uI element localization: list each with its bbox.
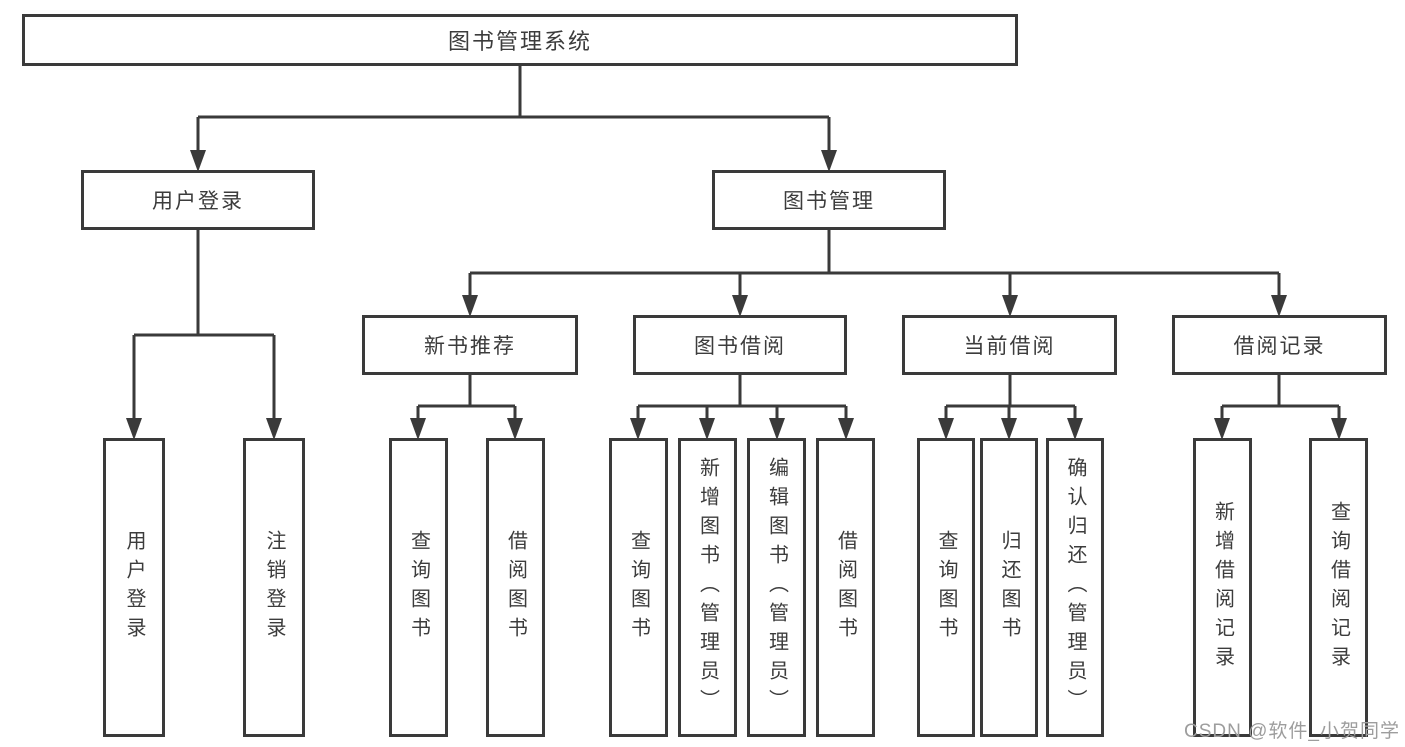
leaf-records-add-record: 新增借阅记录	[1193, 438, 1252, 737]
watermark: CSDN @软件_小贺同学	[1184, 721, 1400, 742]
leaf-borrowing-borrow-books-label: 借阅图书	[834, 529, 857, 646]
leaf-user-login-label: 用户登录	[123, 529, 145, 646]
leaf-borrowing-edit-books-admin: 编辑图书（管理员）	[747, 438, 806, 737]
leaf-records-query-record-label: 查询借阅记录	[1327, 500, 1350, 675]
leaf-current-confirm-return-admin-label: 确认归还（管理员）	[1064, 457, 1086, 718]
leaf-borrowing-edit-books-admin-label: 编辑图书（管理员）	[765, 457, 788, 718]
node-user-login: 用户登录	[81, 170, 315, 230]
leaf-current-confirm-return-admin: 确认归还（管理员）	[1046, 438, 1104, 737]
leaf-logout: 注销登录	[243, 438, 305, 737]
node-borrowing-records: 借阅记录	[1172, 315, 1387, 375]
leaf-current-query-books-label: 查询图书	[935, 529, 957, 646]
leaf-current-query-books: 查询图书	[917, 438, 975, 737]
leaf-recommend-query-books-label: 查询图书	[407, 529, 430, 646]
leaf-borrowing-query-books-label: 查询图书	[627, 529, 650, 646]
node-library-management-system: 图书管理系统	[22, 14, 1018, 66]
leaf-borrowing-borrow-books: 借阅图书	[816, 438, 875, 737]
leaf-borrowing-query-books: 查询图书	[609, 438, 668, 737]
leaf-current-return-books-label: 归还图书	[998, 529, 1020, 646]
node-current-borrowing: 当前借阅	[902, 315, 1117, 375]
node-new-book-recommend: 新书推荐	[362, 315, 578, 375]
leaf-recommend-borrow-books-label: 借阅图书	[504, 529, 527, 646]
leaf-current-return-books: 归还图书	[980, 438, 1038, 737]
leaf-records-add-record-label: 新增借阅记录	[1211, 500, 1234, 675]
leaf-logout-label: 注销登录	[263, 529, 285, 646]
leaf-user-login: 用户登录	[103, 438, 165, 737]
leaf-recommend-borrow-books: 借阅图书	[486, 438, 545, 737]
leaf-recommend-query-books: 查询图书	[389, 438, 448, 737]
leaf-records-query-record: 查询借阅记录	[1309, 438, 1368, 737]
node-book-management: 图书管理	[712, 170, 946, 230]
leaf-borrowing-add-books-admin-label: 新增图书（管理员）	[696, 457, 719, 718]
leaf-borrowing-add-books-admin: 新增图书（管理员）	[678, 438, 737, 737]
node-book-borrowing: 图书借阅	[633, 315, 847, 375]
